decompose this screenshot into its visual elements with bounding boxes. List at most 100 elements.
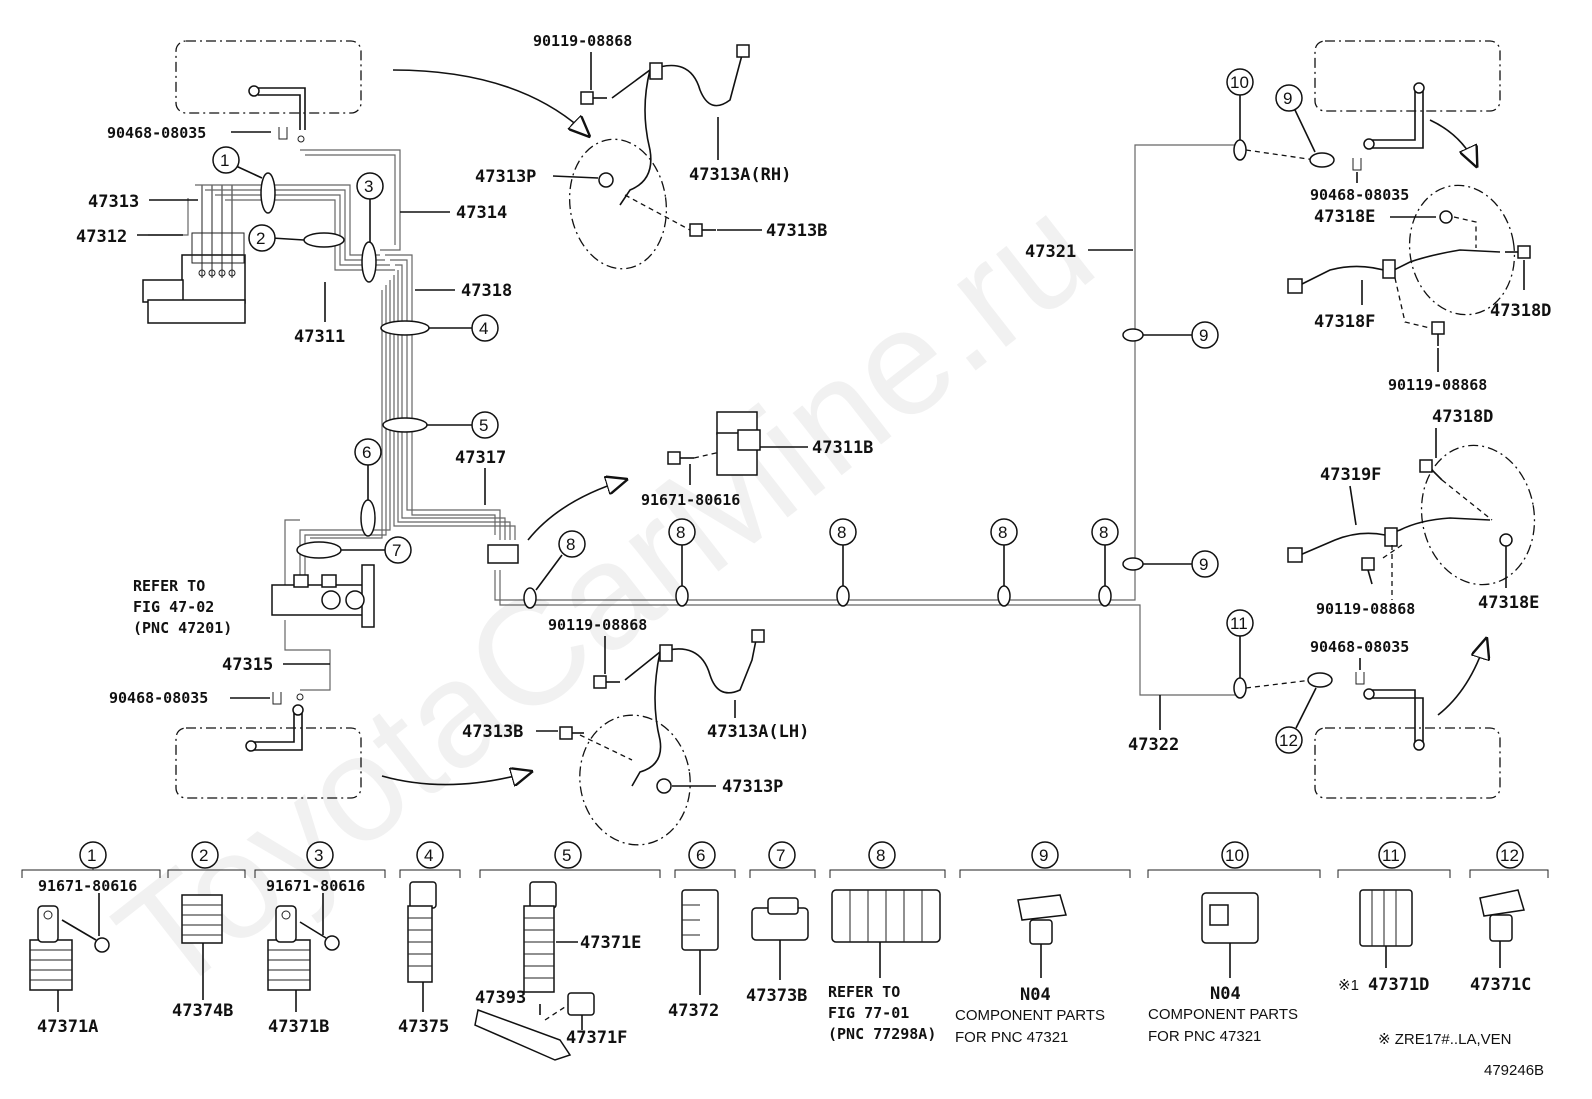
clip-47313p-icon: [656, 778, 672, 794]
clamp-marker-12: [1307, 672, 1333, 688]
dashed-leader: [1245, 149, 1316, 161]
callout-10-num: 10: [1230, 73, 1249, 92]
clamp-47311b-icon: [716, 411, 761, 476]
hose-bracket: [649, 62, 663, 80]
hose-icon: [1372, 689, 1424, 745]
clamp-9-l2: FOR PNC 47321: [955, 1029, 1068, 1046]
label-47317: 47317: [455, 448, 506, 468]
hose-icon: [258, 87, 306, 130]
leader: [1294, 109, 1316, 153]
clip-icon: [272, 692, 282, 705]
callout-8: [1091, 518, 1119, 546]
clip-47371c-icon: [1479, 889, 1525, 942]
arrow-icon: [392, 69, 588, 135]
clamp-marker-9: [1122, 328, 1144, 342]
label-47319f: 47319F: [1320, 465, 1381, 485]
svg-text:11: 11: [1382, 846, 1400, 865]
label-47313b-bot: 47313B: [462, 722, 523, 742]
callout-3-num: 3: [364, 177, 373, 196]
callout-7-num: 7: [392, 541, 401, 560]
fitting-icon: [297, 135, 305, 143]
refer-fig47-line2: FIG 47-02: [133, 598, 214, 616]
dashed-leader: [544, 1004, 569, 1021]
leader: [271, 237, 305, 241]
bolt-icon: [689, 223, 716, 237]
callout-10: [1226, 68, 1254, 96]
dashed-leader: [1379, 544, 1403, 600]
callout-8-num: 8: [837, 523, 846, 542]
arrow-icon: [1429, 119, 1476, 165]
svg-text:9: 9: [1039, 846, 1048, 865]
dashed-leader: [1453, 216, 1477, 248]
callout-9: [1191, 321, 1219, 349]
label-47315: 47315: [222, 655, 273, 675]
bolt-icon: [580, 91, 607, 105]
clamp-47374b-icon: [181, 894, 223, 944]
master-cylinder: [271, 564, 375, 628]
label-47313a-rh: 47313A(RH): [689, 165, 791, 185]
union-joint: [487, 544, 519, 564]
clamp-10-l2: FOR PNC 47321: [1148, 1028, 1261, 1045]
detail-circle: [1420, 444, 1536, 586]
svg-text:8: 8: [876, 846, 885, 865]
svg-text:2: 2: [199, 846, 208, 865]
label-47313a-lh: 47313A(LH): [707, 722, 809, 742]
leader: [535, 554, 563, 591]
hose-icon: [1372, 88, 1424, 149]
clamp-marker-6: [360, 499, 376, 537]
dashed-leader: [1394, 277, 1431, 329]
detail-circle: [1408, 184, 1516, 316]
dashed-leader: [579, 734, 633, 761]
arrow-icon: [527, 480, 625, 541]
callout-2: [248, 224, 276, 252]
callout-8-num: 8: [998, 523, 1007, 542]
callout-8: [990, 518, 1018, 546]
callout-4-num: 4: [479, 319, 488, 338]
svg-text:6: 6: [696, 846, 705, 865]
label-47313: 47313: [88, 192, 139, 212]
label-90468-tl: 90468-08035: [107, 124, 206, 142]
callout-8-num: 8: [566, 535, 575, 554]
bolt-icon: [1419, 459, 1443, 481]
refer-fig47-line1: REFER TO: [133, 577, 205, 595]
clamp-8-l3: (PNC 77298A): [828, 1025, 936, 1043]
clamp-12-name: 47371C: [1470, 975, 1531, 995]
clamp-5-c: 47371F: [566, 1028, 627, 1048]
clip-n04-icon: [1201, 892, 1259, 944]
clamp-marker-8: [836, 585, 850, 607]
clamp-6-name: 47372: [668, 1001, 719, 1021]
clip-icon: [1499, 533, 1513, 547]
label-90468-tr: 90468-08035: [1310, 186, 1409, 204]
callout-12: [1275, 726, 1303, 754]
clamp-47372-icon: [681, 889, 719, 951]
clamp-9-name: N04: [1020, 985, 1051, 1005]
leader: [235, 165, 263, 179]
wheel-area-front-left: [175, 40, 362, 114]
clip-icon: [1352, 158, 1362, 171]
clamp-47371d-icon: [1359, 889, 1413, 947]
callout-6: [354, 438, 382, 466]
clamp-47375-icon: [407, 881, 437, 983]
clip-icon: [1355, 672, 1365, 685]
bolt-icon: [1505, 245, 1531, 259]
clip-icon: [278, 127, 288, 140]
clamp-marker-5: [382, 417, 428, 433]
clamp-11-name: 47371D: [1368, 975, 1429, 995]
label-90119-mid: 90119-08868: [548, 616, 647, 634]
label-47313b-top: 47313B: [766, 221, 827, 241]
svg-text:12: 12: [1500, 846, 1519, 865]
label-90119-tr: 90119-08868: [1388, 376, 1487, 394]
hose-icon: [254, 712, 303, 751]
callout-1-num: 1: [220, 151, 229, 170]
label-47313p-top: 47313P: [475, 167, 536, 187]
hose-47313a-lh: [624, 639, 757, 694]
hose-tube: [619, 69, 652, 206]
clamp-marker-4: [380, 320, 430, 336]
clip-47313p-icon: [598, 172, 614, 188]
hose-bracket: [659, 644, 673, 662]
svg-text:1: 1: [87, 846, 96, 865]
callout-3: [356, 172, 384, 200]
hose-47318f: [1299, 249, 1501, 286]
bolt-icon: [1431, 321, 1445, 346]
refer-fig47-line3: (PNC 47201): [133, 619, 232, 637]
